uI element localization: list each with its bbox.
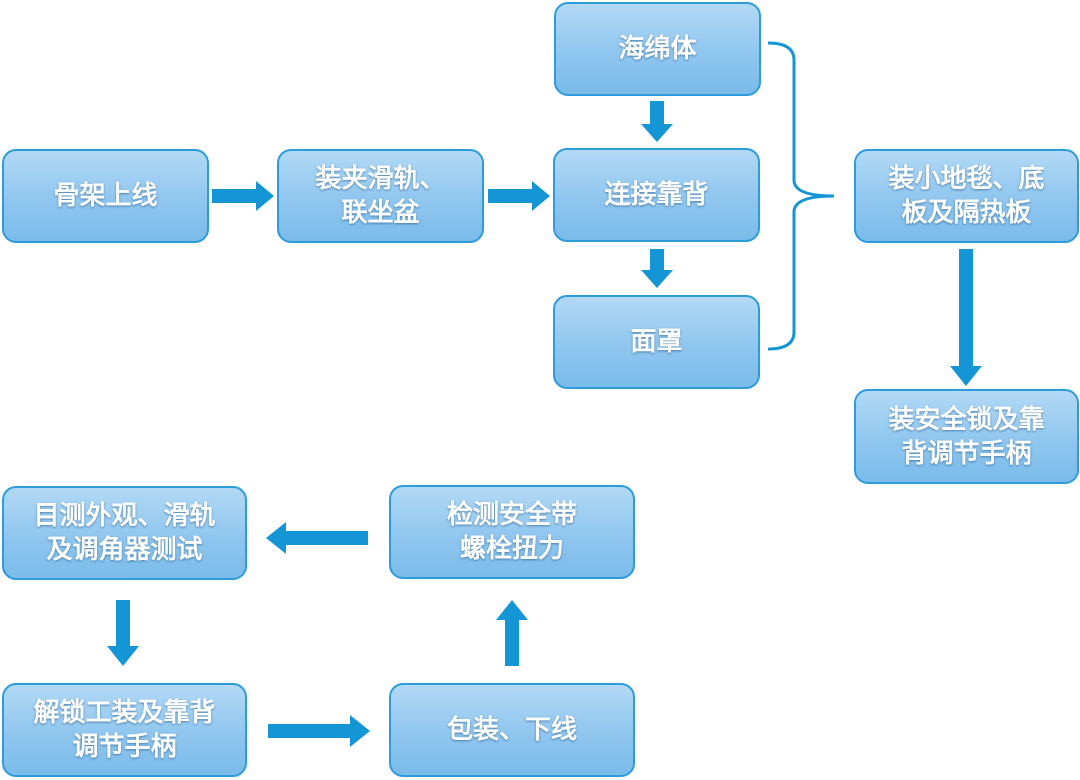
node-label: 包装、下线 [446,715,577,745]
node-label-line1: 装安全锁及靠 [888,404,1045,435]
node-jiesuo-gongzhuang: 解锁工装及靠背 调节手柄 [2,683,247,777]
node-label-line2: 调节手柄 [72,732,177,762]
node-haimianti: 海绵体 [554,2,761,96]
node-baozhuang-xiaxian: 包装、下线 [389,683,635,777]
node-label-line1: 装小地毯、底 [888,164,1045,194]
node-mianzhao: 面罩 [553,295,760,389]
node-label-line1: 检测安全带 [446,500,577,530]
node-jiance-luoshuan: 检测安全带 螺栓扭力 [389,485,635,579]
arrow-lianjie-to-mianzhao [641,249,673,288]
node-label: 海绵体 [618,34,697,64]
arrow-zhuangxiao-to-anquansuo [950,249,982,386]
grouping-brace [767,41,835,351]
node-label-line1: 解锁工装及靠背 [33,698,216,728]
node-label: 面罩 [630,327,683,357]
arrow-mucewaiguan-to-jiesuo [107,600,139,666]
node-gujia-shangxian: 骨架上线 [2,149,209,243]
arrow-jiance-to-mucewaiguan [266,522,368,554]
arrow-haimian-to-lianjie [641,101,673,142]
node-label-line1: 目测外观、滑轨 [33,501,216,531]
node-mucewaiguan: 目测外观、滑轨 及调角器测试 [2,486,247,580]
node-label-line2: 联坐盆 [341,198,420,228]
node-label: 骨架上线 [53,181,158,211]
node-anquansuo-kaobei: 装安全锁及靠 背调节手柄 [854,389,1079,484]
node-label-line1: 装夹滑轨、 [315,164,446,194]
arrow-jiesuo-to-baozhuang [268,715,370,747]
node-label-line2: 螺栓扭力 [459,534,564,564]
arrow-zhuangjia-to-lianjie [488,181,550,211]
node-zhuangxiao-ditan: 装小地毯、底 板及隔热板 [854,149,1079,243]
node-label-line2: 及调角器测试 [46,535,203,565]
node-zhuangjia-huagui: 装夹滑轨、 联坐盆 [277,149,484,243]
node-lianjie-kaobei: 连接靠背 [553,148,760,242]
arrow-baozhuang-to-jiance [496,600,528,666]
node-label-line2: 板及隔热板 [901,198,1032,228]
arrow-gujia-to-zhuangjia [212,181,274,211]
node-label-line2: 背调节手柄 [901,438,1032,469]
node-label: 连接靠背 [604,180,709,210]
